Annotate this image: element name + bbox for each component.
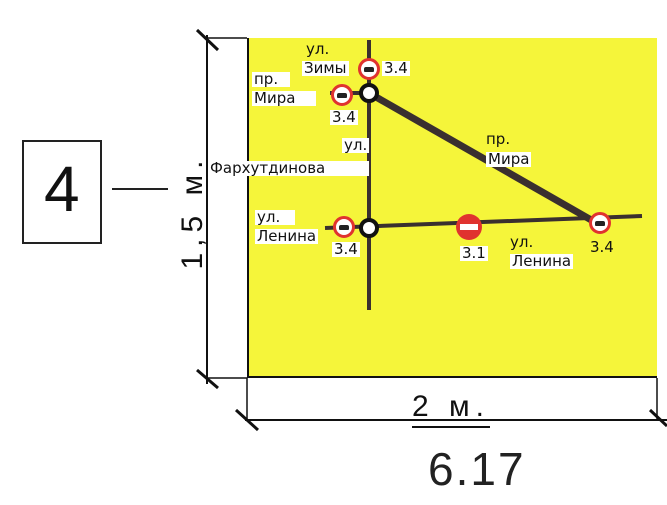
- street-label-zimy: ул. Зимы: [302, 40, 349, 77]
- sign-number: 4: [44, 153, 80, 225]
- sign-lenina-left-icon: [333, 216, 355, 238]
- no-entry-sign-icon: [456, 214, 482, 240]
- width-dimension-label: 2 м.: [412, 390, 490, 428]
- street-label-lenina-right: ул. Ленина: [510, 233, 574, 270]
- sign-number-box: [22, 140, 102, 244]
- sign-mira-left-icon: [331, 84, 353, 106]
- street-label-lenina-left: ул. Ленина: [255, 208, 319, 245]
- sign-code-no-entry: 3.1: [460, 244, 488, 262]
- node-lenina-farkhutdinova: [359, 218, 379, 238]
- plate-number: 6.17: [428, 443, 526, 495]
- sign-code-mira-left: 3.4: [330, 108, 358, 126]
- sign-code-lenina-left: 3.4: [332, 240, 360, 258]
- sign-code-zimy: 3.4: [382, 59, 410, 77]
- road-mira-diagonal: [367, 89, 602, 229]
- street-label-farkhutdinova: ул. Фархутдинова: [208, 136, 370, 177]
- street-label-mira-left: пр. Мира: [252, 72, 316, 106]
- node-mira-zimy: [359, 83, 379, 103]
- sign-code-right-end: 3.4: [590, 238, 614, 256]
- street-label-mira-diagonal: пр. Мира: [486, 130, 532, 168]
- sign-number-connector: [112, 188, 168, 190]
- sign-zimy-icon: [358, 58, 380, 80]
- sign-right-end-icon: [589, 212, 611, 234]
